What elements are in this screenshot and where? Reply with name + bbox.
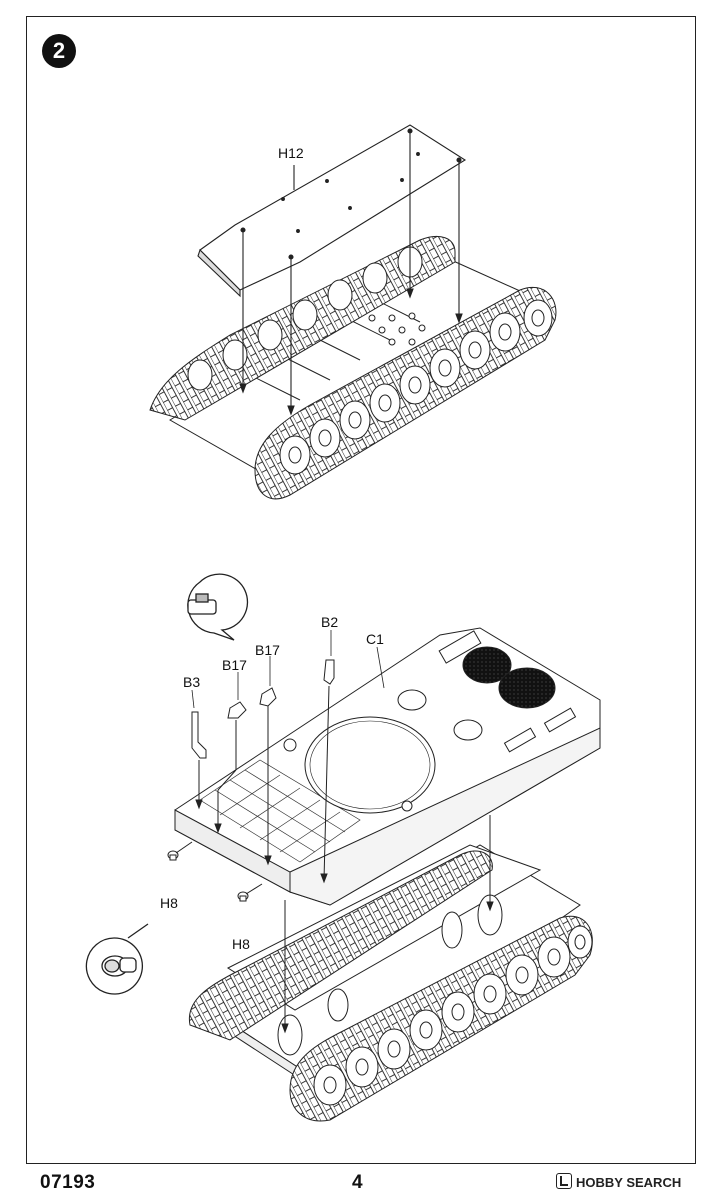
watermark: HOBBY SEARCH: [556, 1173, 681, 1190]
label-b17-left: B17: [222, 657, 247, 673]
detail-callout-b17-top: [187, 573, 249, 641]
part-h8-left: [167, 841, 193, 861]
part-b2: [320, 659, 335, 884]
part-b3: [191, 711, 207, 810]
part-h8-right: [237, 883, 263, 902]
part-c1-upper-hull: [174, 627, 601, 906]
part-h12-plate: [197, 124, 467, 416]
step-number-badge: 2: [42, 34, 76, 68]
part-b17-right: [259, 687, 277, 866]
hobby-search-logo-icon: [556, 1173, 572, 1189]
label-h8-right: H8: [232, 936, 250, 952]
label-b17-right: B17: [255, 642, 280, 658]
label-b2: B2: [321, 614, 338, 630]
detail-callout-h8: [85, 923, 149, 995]
upper-lower-hull: [149, 236, 557, 500]
label-c1: C1: [366, 631, 384, 647]
product-code: 07193: [40, 1172, 96, 1193]
part-b17-left: [214, 701, 247, 834]
page-border: [26, 16, 696, 1164]
page-number: 4: [352, 1172, 363, 1193]
watermark-text: HOBBY SEARCH: [576, 1175, 682, 1190]
label-b3: B3: [183, 674, 200, 690]
lower-hull: [188, 844, 593, 1122]
label-h12: H12: [278, 145, 304, 161]
label-h8-left: H8: [160, 895, 178, 911]
